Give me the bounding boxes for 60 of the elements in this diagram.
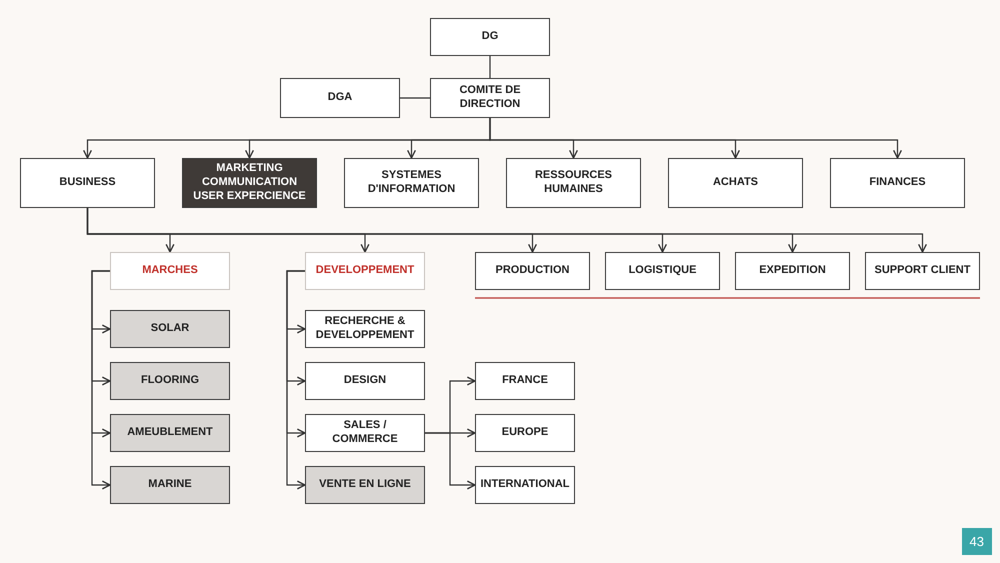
org-chart-box bbox=[506, 158, 641, 208]
department-label: SUPPORT CLIENT bbox=[874, 264, 972, 278]
department-label: FINANCES bbox=[868, 176, 927, 190]
org-chart-box bbox=[668, 158, 803, 208]
org-chart-box bbox=[430, 78, 550, 118]
department-label: SOLAR bbox=[150, 322, 190, 336]
org-chart-box bbox=[305, 414, 425, 452]
org-chart-box bbox=[20, 158, 155, 208]
department-label: FLOORING bbox=[140, 374, 200, 388]
connector-line bbox=[489, 56, 491, 78]
connector-arrow bbox=[86, 208, 927, 253]
connector-arrow bbox=[489, 118, 902, 159]
org-chart-box bbox=[110, 362, 230, 400]
department-label: SALES / COMMERCE bbox=[331, 419, 399, 447]
department-label: EUROPE bbox=[500, 426, 550, 440]
org-chart-box bbox=[110, 466, 230, 504]
department-label: MARKETING COMMUNICATION USER EXPERCIENCE bbox=[192, 162, 307, 204]
org-chart-box bbox=[110, 310, 230, 348]
org-chart-box bbox=[305, 252, 425, 290]
department-label: INTERNATIONAL bbox=[479, 478, 570, 492]
department-label: AMEUBLEMENT bbox=[126, 426, 214, 440]
connector-arrow bbox=[91, 270, 111, 490]
org-chart-box bbox=[735, 252, 850, 290]
org-chart-box bbox=[475, 362, 575, 400]
org-chart-box bbox=[605, 252, 720, 290]
department-label: LOGISTIQUE bbox=[628, 264, 698, 278]
department-label: RESSOURCES HUMAINES bbox=[534, 169, 614, 197]
org-chart-box bbox=[110, 414, 230, 452]
org-chart-box bbox=[344, 158, 479, 208]
department-label: BUSINESS bbox=[58, 176, 117, 190]
connector-arrow bbox=[425, 432, 476, 490]
org-chart-box bbox=[430, 18, 550, 56]
department-label: DGA bbox=[326, 91, 354, 105]
org-chart-box bbox=[475, 252, 590, 290]
org-chart-box bbox=[182, 158, 317, 208]
department-label: SYSTEMES D'INFORMATION bbox=[366, 169, 456, 197]
department-label: VENTE EN LIGNE bbox=[318, 478, 412, 492]
org-chart-box bbox=[110, 252, 230, 290]
org-chart-box bbox=[830, 158, 965, 208]
connector-arrow bbox=[286, 270, 306, 490]
department-label: DEVELOPPEMENT bbox=[314, 264, 416, 278]
department-label: MARCHES bbox=[141, 264, 199, 278]
department-label: MARINE bbox=[147, 478, 193, 492]
org-chart-box bbox=[305, 466, 425, 504]
connector-line bbox=[400, 97, 430, 99]
department-label: COMITE DE DIRECTION bbox=[458, 84, 522, 112]
org-chart-box bbox=[475, 414, 575, 452]
org-chart-box bbox=[305, 310, 425, 348]
page-number: 43 bbox=[962, 528, 992, 555]
org-chart-box bbox=[280, 78, 400, 118]
org-chart-box bbox=[865, 252, 980, 290]
department-label: ACHATS bbox=[712, 176, 759, 190]
department-label: PRODUCTION bbox=[494, 264, 570, 278]
org-chart-box bbox=[475, 466, 575, 504]
department-label: FRANCE bbox=[501, 374, 549, 388]
department-label: RECHERCHE & DEVELOPPEMENT bbox=[314, 315, 416, 343]
department-label: DESIGN bbox=[342, 374, 388, 388]
org-chart-box bbox=[305, 362, 425, 400]
department-label: DG bbox=[480, 30, 500, 44]
department-label: EXPEDITION bbox=[758, 264, 827, 278]
